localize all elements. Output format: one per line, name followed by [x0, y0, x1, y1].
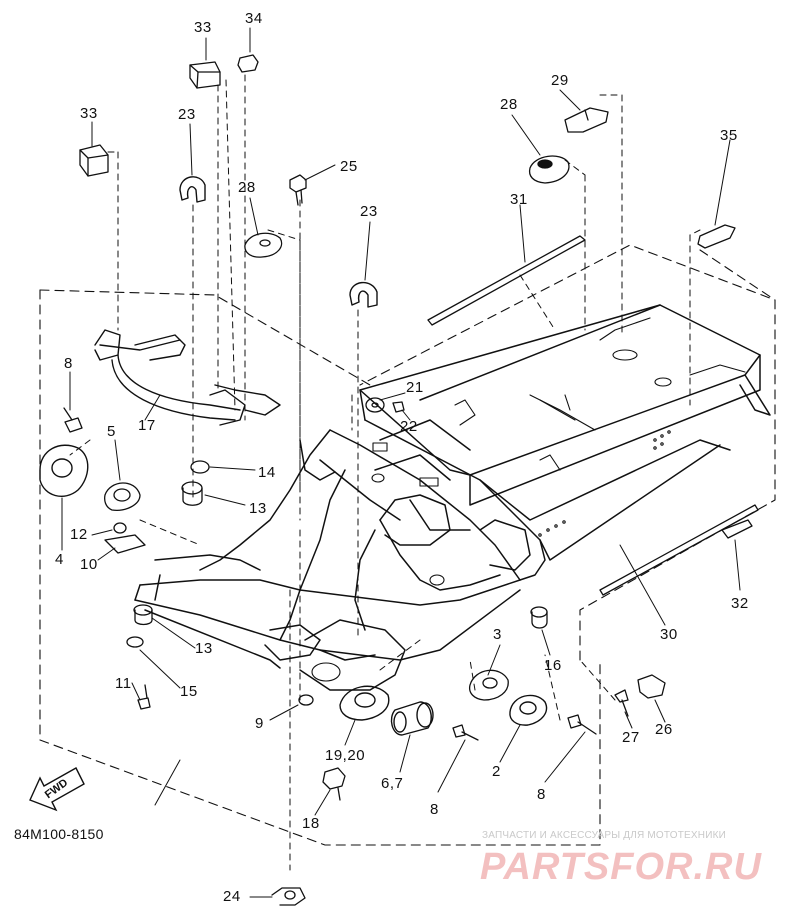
callout-32: 32: [731, 595, 749, 612]
callout-12: 12: [70, 526, 88, 543]
part-28-pad-right: [528, 155, 570, 184]
part-28-pad-left: [244, 232, 283, 258]
frame-details: [311, 317, 746, 682]
part-27-bolt: [614, 689, 629, 717]
watermark-caption: ЗАПЧАСТИ И АКСЕССУАРЫ ДЛЯ МОТОТЕХНИКИ: [482, 830, 727, 841]
watermark-logo: PARTSFOR.RU: [480, 846, 762, 888]
part-21-washer: [365, 397, 385, 413]
callout-22: 22: [400, 418, 418, 435]
callout-3: 3: [493, 626, 502, 643]
callout-13-lower: 13: [195, 640, 213, 657]
callout-15: 15: [180, 683, 198, 700]
callout-31: 31: [510, 191, 528, 208]
part-32-reflector: [721, 519, 753, 539]
fwd-arrow-icon: [29, 767, 85, 812]
part-14-cap: [190, 460, 210, 474]
part-3-gasket: [468, 669, 509, 701]
callout-29: 29: [551, 72, 569, 89]
part-4-bracket: [39, 444, 89, 498]
callout-28-right: 28: [500, 96, 518, 113]
callout-35: 35: [720, 127, 738, 144]
part-35-reflector: [697, 224, 736, 249]
callout-5: 5: [107, 423, 116, 440]
part-13-damper-upper: [181, 481, 203, 506]
callout-14: 14: [258, 464, 276, 481]
callout-8-center: 8: [430, 801, 439, 818]
callout-18: 18: [302, 815, 320, 832]
part-31-strip: [427, 235, 586, 326]
part-23-clip-center: [349, 281, 378, 308]
part-11-screw: [137, 684, 151, 710]
part-30-strip: [599, 504, 759, 596]
callout-11: 11: [115, 675, 132, 692]
part-15-spacer: [126, 636, 144, 648]
callout-28-left: 28: [238, 179, 256, 196]
part-8-bolt-center: [452, 724, 479, 741]
callout-leaders: [61, 27, 741, 898]
part-6-7-bushing: [390, 701, 434, 736]
main-frame: [134, 304, 771, 691]
part-22-screw: [392, 401, 405, 413]
callout-2: 2: [492, 763, 501, 780]
callout-33-upper: 33: [194, 19, 212, 36]
callout-10: 10: [80, 556, 98, 573]
callout-23-center: 23: [360, 203, 378, 220]
callout-16: 16: [544, 657, 562, 674]
callout-9: 9: [255, 715, 264, 732]
dashed-leaders: [69, 74, 701, 871]
callout-8-left: 8: [64, 355, 73, 372]
callout-30: 30: [660, 626, 678, 643]
part-26-cap: [637, 674, 666, 699]
part-33-lower-block: [79, 144, 109, 177]
part-5-gasket: [104, 482, 141, 511]
callout-25: 25: [340, 158, 358, 175]
part-34-small-block: [237, 54, 259, 73]
part-25-bolt: [289, 174, 307, 206]
part-16-plug: [530, 606, 548, 629]
part-18-bolt: [322, 767, 346, 801]
callout-19-20: 19,20: [325, 747, 366, 764]
callout-17: 17: [138, 417, 156, 434]
callout-4: 4: [55, 551, 64, 568]
part-9-washer: [298, 694, 314, 706]
callout-34: 34: [245, 10, 263, 27]
part-8-bolt-left: [63, 407, 83, 433]
part-23-clip-left: [179, 176, 206, 203]
part-2-bracket: [509, 694, 548, 726]
callout-21: 21: [406, 379, 424, 396]
part-19-20-mount: [339, 685, 390, 721]
callout-23-left: 23: [178, 106, 196, 123]
diagram-code: 84M100-8150: [14, 826, 104, 842]
part-8-bolt-right: [567, 714, 597, 735]
callout-6-7: 6,7: [381, 775, 404, 792]
callout-27: 27: [622, 729, 640, 746]
callout-33-lower: 33: [80, 105, 98, 122]
callout-24: 24: [223, 888, 241, 905]
part-12-nut: [113, 522, 127, 534]
callout-8-right: 8: [537, 786, 546, 803]
part-33-upper-block: [189, 61, 221, 89]
part-24-clamp: [271, 887, 306, 906]
callout-26: 26: [655, 721, 673, 738]
callout-13-upper: 13: [249, 500, 267, 517]
part-13-damper-lower: [133, 604, 153, 626]
part-29-bracket: [564, 107, 609, 133]
part-17-rear-bar: [94, 329, 281, 426]
